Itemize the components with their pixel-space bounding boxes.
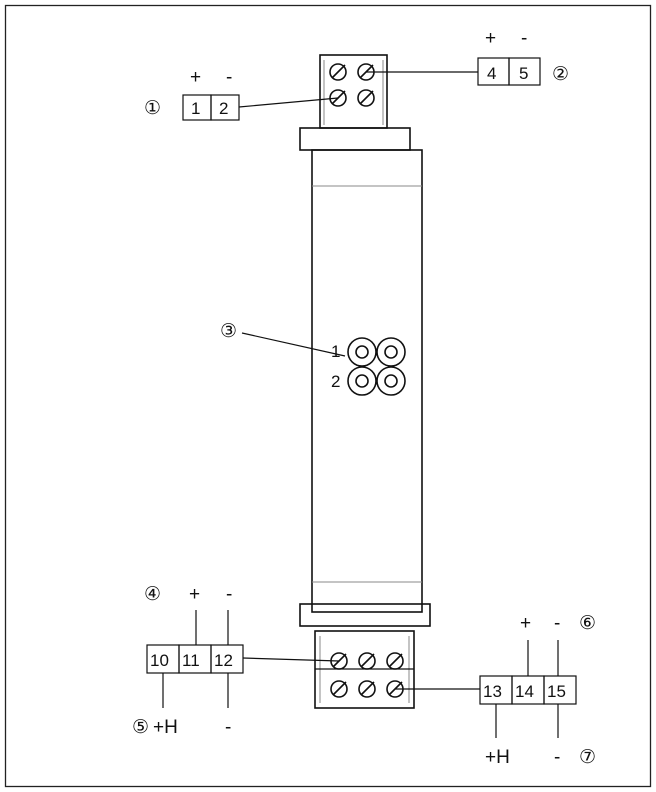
bottom-minus-label: - <box>225 717 231 738</box>
top-terminal-block <box>319 54 388 129</box>
top-right-terminal-group: + - 4 5 ② <box>366 28 569 86</box>
terminal-11: 11 <box>182 651 200 670</box>
terminal-1: 1 <box>191 99 200 118</box>
terminal-13: 13 <box>483 682 502 701</box>
minus-sign: - <box>554 613 560 634</box>
device-housing <box>299 54 431 709</box>
terminal-5: 5 <box>519 64 528 83</box>
led-label-1: 1 <box>331 342 340 361</box>
callout-5: ⑤ <box>132 717 149 738</box>
bottom-minus-label: - <box>554 747 560 768</box>
terminal-4: 4 <box>487 64 496 83</box>
bottom-left-terminal-group: ④ + - 10 11 12 ⑤ +H - <box>132 584 340 738</box>
bottom-right-terminal-group: + - ⑥ 13 14 15 +H - ⑦ <box>395 613 596 768</box>
bottom-screws <box>330 652 404 698</box>
plus-sign: + <box>189 584 200 605</box>
terminal-2: 2 <box>219 99 228 118</box>
figure-frame <box>4 4 652 788</box>
terminal-15: 15 <box>547 682 566 701</box>
top-screws <box>329 63 375 107</box>
callout-6: ⑥ <box>579 613 596 634</box>
callout-2: ② <box>552 64 569 85</box>
callout-7: ⑦ <box>579 747 596 768</box>
led-label-2: 2 <box>331 372 340 391</box>
plus-sign: + <box>520 613 531 634</box>
terminal-12: 12 <box>214 651 233 670</box>
plus-sign: + <box>485 28 496 49</box>
plus-sign: + <box>190 67 201 88</box>
minus-sign: - <box>226 584 232 605</box>
minus-sign: - <box>226 67 232 88</box>
hart-plus-label: +H <box>485 747 510 768</box>
terminal-14: 14 <box>515 682 534 701</box>
terminal-10: 10 <box>150 651 169 670</box>
led-callout-group: ③ 1 2 <box>220 321 346 391</box>
callout-1: ① <box>144 98 161 119</box>
callout-4: ④ <box>144 584 161 605</box>
hart-plus-label: +H <box>153 717 178 738</box>
led-indicators <box>347 337 406 396</box>
callout-3: ③ <box>220 321 237 342</box>
minus-sign: - <box>521 28 527 49</box>
main-body <box>311 149 423 613</box>
top-left-terminal-group: ① + - 1 2 <box>144 67 339 121</box>
